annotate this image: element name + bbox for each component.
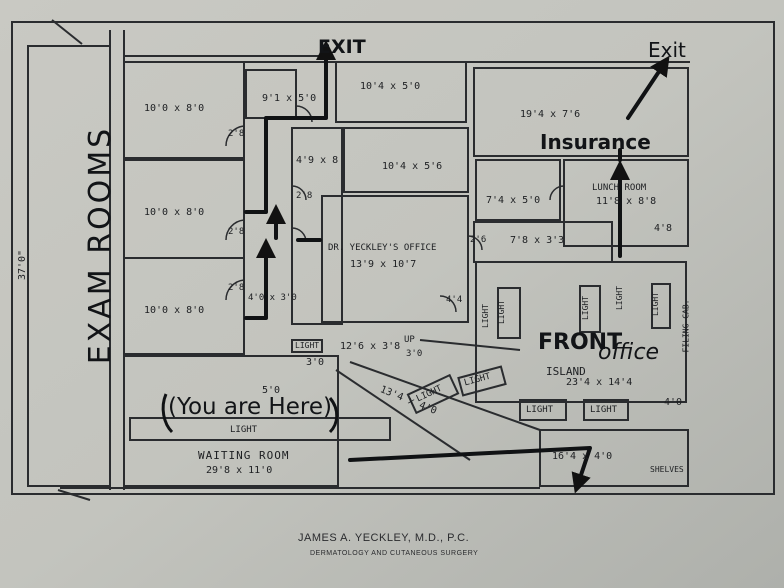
hall-5-dim: 5'0 — [262, 385, 281, 396]
light-box-2 — [406, 373, 460, 415]
door-label-4: 2'8 — [296, 191, 313, 201]
route-to-top-exit — [244, 40, 336, 214]
waiting-room — [123, 355, 339, 487]
office-name: DR. YECKLEY'S OFFICE — [328, 243, 437, 253]
light-label-7: LIGHT — [497, 299, 507, 325]
light-label-10: LIGHT — [481, 303, 491, 329]
light-label-5: LIGHT — [526, 405, 554, 415]
filing-cabinet-label: FILING CAB. — [681, 299, 691, 353]
footer-practice-name: JAMES A. YECKLEY, M.D., P.C. — [298, 532, 470, 544]
light-label-11: LIGHT — [615, 285, 625, 311]
front-office — [475, 261, 687, 403]
right-small-room — [475, 159, 561, 221]
waiting-room-dim: 29'8 x 11'0 — [206, 465, 273, 476]
center-small-room — [291, 127, 343, 325]
light-label-8: LIGHT — [581, 295, 591, 321]
door-label-3: 2'8 — [228, 283, 245, 293]
center-room-dim: 10'4 x 5'6 — [382, 161, 443, 172]
you-are-here-underline — [161, 393, 339, 434]
right-4-dim: 4'0 — [664, 397, 683, 408]
up-dim: 3'0 — [406, 349, 423, 359]
light-box-8 — [651, 283, 671, 329]
footer-specialty: DERMATOLOGY AND CUTANEOUS SURGERY — [310, 550, 479, 557]
right-small-dim: 7'4 x 5'0 — [486, 195, 541, 206]
exam-room-3-dim: 10'0 x 8'0 — [144, 305, 205, 316]
up-label: UP — [404, 335, 415, 345]
building-outline — [11, 19, 775, 501]
side-dim: 4'0 x 3'0 — [248, 293, 297, 303]
you-are-here-label: (You are Here) — [168, 394, 332, 420]
light-box-6 — [497, 287, 521, 339]
office-dim: 13'9 x 10'7 — [350, 259, 417, 270]
hall-dim-2: 4'8 — [654, 223, 673, 234]
bottom-room — [539, 429, 689, 487]
office-room — [321, 195, 469, 323]
route-from-waiting — [244, 238, 276, 320]
diagonal-wall-2 — [349, 361, 541, 431]
lunch-room-dim: 11'8 x 8'8 — [596, 196, 657, 207]
center-room — [343, 127, 469, 193]
shelves-label: SHELVES — [650, 465, 684, 474]
left-diag — [57, 489, 91, 501]
stair-line — [419, 339, 521, 351]
route-insurance-exit — [626, 55, 670, 120]
light-label-6: LIGHT — [590, 405, 618, 415]
top-small-dim: 10'4 x 5'0 — [360, 81, 421, 92]
light-label-1: LIGHT — [295, 341, 320, 350]
insurance-room — [473, 67, 689, 157]
outer-wall — [11, 21, 775, 495]
reception-desk — [129, 417, 391, 441]
door-label-1: 2'8 — [228, 129, 245, 139]
exit-label-right: Exit — [648, 38, 686, 62]
route-front-office — [348, 446, 592, 494]
insurance-label: Insurance — [540, 130, 651, 154]
diagonal-wall — [335, 369, 471, 461]
center-small-dim: 4'9 x 8 — [296, 155, 339, 166]
exam-room-3 — [123, 257, 245, 355]
exam-rooms-label: EXAM ROOMS — [83, 125, 119, 365]
light-label-9: LIGHT — [651, 291, 661, 317]
light-label-2: LIGHT — [230, 425, 258, 435]
light-box-4 — [519, 399, 567, 421]
light-box-7 — [579, 285, 601, 333]
exam-room-2-dim: 10'0 x 8'0 — [144, 207, 205, 218]
front-office-label-2: office — [598, 340, 660, 365]
front-office-label-1: FRONT — [538, 330, 623, 355]
waiting-room-name: WAITING ROOM — [198, 449, 290, 462]
exit-label-top: EXIT — [318, 36, 366, 58]
top-right-dim: 19'4 x 7'6 — [520, 109, 581, 120]
corridor-top-dim: 9'1 x 5'0 — [262, 93, 317, 104]
left-dimension: 37'0" — [17, 249, 29, 281]
light-box-5 — [583, 399, 629, 421]
hand-drawn-route — [244, 40, 670, 494]
light-box-3 — [457, 365, 507, 397]
exam-room-1-dim: 10'0 x 8'0 — [144, 103, 205, 114]
lunch-room-name: LUNCH ROOM — [592, 183, 647, 193]
light-box-1 — [291, 339, 323, 353]
bottom-dim: 16'4 x 4'0 — [552, 451, 613, 462]
hall-3-dim: 3'0 — [306, 357, 325, 368]
door-label-5: 2'6 — [470, 235, 487, 245]
front-dim: 23'4 x 14'4 — [566, 377, 633, 388]
top-small-room — [335, 61, 467, 123]
hall-dim: 7'8 x 3'3 — [510, 235, 565, 246]
top-left-diag — [51, 19, 83, 45]
door-label-6: 4'4 — [446, 295, 463, 305]
light-area-dim: 12'6 x 3'8 — [340, 341, 401, 352]
exam-room-1 — [123, 61, 245, 159]
front-island: ISLAND — [546, 365, 586, 378]
door-label-2: 2'8 — [228, 227, 245, 237]
